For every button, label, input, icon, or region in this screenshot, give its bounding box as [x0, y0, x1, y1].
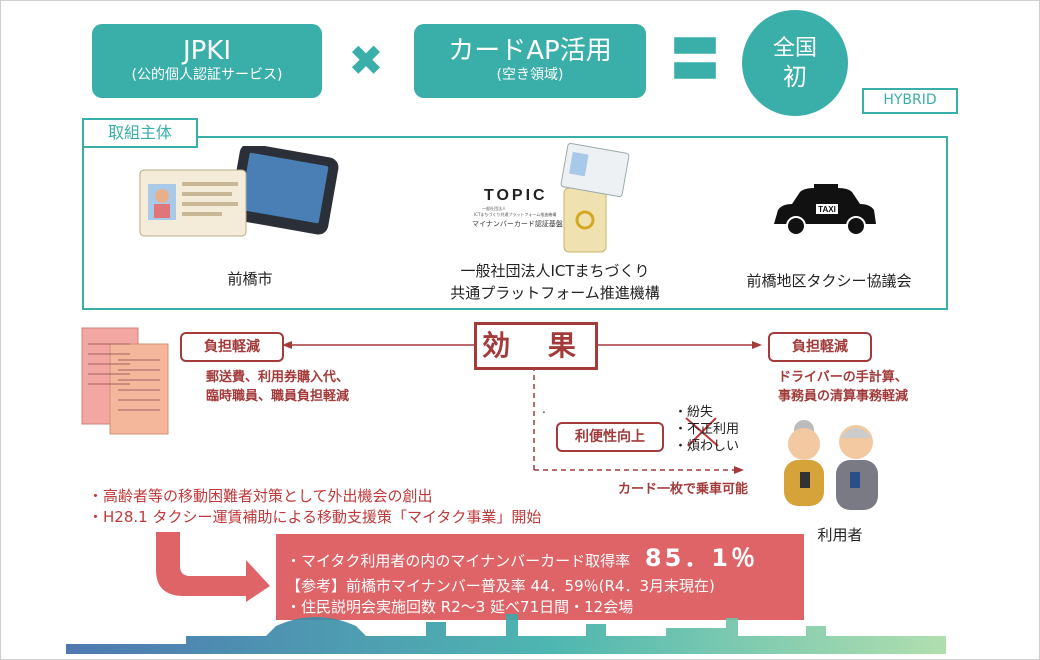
acquisition-rate-value: 85．1％	[644, 544, 758, 572]
city-skyline-decoration	[66, 614, 946, 654]
left-desc-line2: 臨時職員、職員負担軽減	[206, 389, 350, 404]
stray-dot: .	[542, 402, 546, 416]
topic-logo: TOPIC	[484, 187, 548, 204]
topic-card-reader-icon: TOPIC 一般社団法人 ICTまちづくり共通プラットフォーム推進機構 マイナン…	[472, 142, 630, 253]
actor-taxi-council: 前橋地区タクシー協議会	[746, 272, 912, 290]
actor-ict-line1: 一般社団法人ICTまちづくり	[460, 262, 650, 280]
right-desc-line2: 事務員の清算事務軽減	[778, 389, 909, 404]
reference-rate: 【参考】前橋市マイナンバー普及率 44．59％(R4．3月末現在)	[286, 577, 715, 595]
first-label: 初	[783, 63, 807, 91]
card-ride-text: カード一枚で乗車可能	[618, 482, 749, 497]
left-burden-badge: 負担軽減	[180, 332, 284, 362]
nationwide-label: 全国	[772, 36, 817, 61]
card-ap-subtitle: (空き領域)	[496, 67, 564, 83]
issue-lost: ・紛失	[674, 405, 714, 420]
background-line2: ・H28.1 タクシー運賃補助による移動支援策「マイタク事業」開始	[88, 508, 542, 526]
convenience-badge: 利便性向上	[556, 422, 664, 452]
nationwide-first-badge: 全国 初	[742, 10, 848, 116]
left-desc-line1: 郵送費、利用券購入代、	[206, 370, 350, 385]
topic-logo-sub3: マイナンバーカード認証基盤	[472, 219, 563, 228]
background-bullets: ・高齢者等の移動困難者対策として外出機会の創出 ・H28.1 タクシー運賃補助に…	[88, 486, 608, 528]
topic-logo-sub2: ICTまちづくり共通プラットフォーム推進機構	[474, 211, 556, 217]
actor-ict-line2: 共通プラットフォーム推進機構	[450, 284, 660, 302]
left-burden-desc: 郵送費、利用券購入代、 臨時職員、職員負担軽減	[206, 368, 416, 406]
jpki-box: JPKI (公的個人認証サービス)	[92, 24, 322, 98]
jpki-title: JPKI	[182, 36, 232, 66]
users-label: 利用者	[817, 526, 863, 544]
issue-bother: ・煩わしい	[674, 439, 740, 454]
effect-title: 効 果	[474, 322, 598, 370]
elderly-users-icon	[784, 420, 878, 510]
card-ap-box: カードAP活用 (空き領域)	[414, 24, 646, 98]
right-burden-desc: ドライバーの手計算、 事務員の清算事務軽減	[778, 368, 978, 406]
mynumber-card-tablet-icon	[139, 146, 339, 237]
curved-arrow-icon	[156, 532, 270, 602]
right-desc-line1: ドライバーの手計算、	[778, 370, 908, 385]
card-ap-title: カードAP活用	[448, 36, 612, 66]
actor-maebashi-city: 前橋市	[227, 270, 273, 288]
receipts-icon	[81, 327, 169, 435]
background-line1: ・高齢者等の移動困難者対策として外出機会の創出	[88, 487, 433, 505]
topic-logo-sub1: 一般社団法人	[482, 205, 506, 211]
issues-list: ・紛失 ・不正利用 ・煩わしい	[674, 404, 764, 455]
actors-panel	[82, 136, 948, 310]
acquisition-rate-label: ・マイタク利用者の内のマイナンバーカード取得率	[286, 552, 631, 570]
right-burden-badge: 負担軽減	[768, 332, 872, 362]
jpki-subtitle: (公的個人認証サービス)	[131, 67, 283, 83]
times-icon: ✖	[348, 36, 384, 85]
results-panel: ・マイタク利用者の内のマイナンバーカード取得率 85．1％ 【参考】前橋市マイナ…	[276, 534, 804, 620]
taxi-sign: TAXI	[818, 205, 836, 214]
equals-icon: 〓	[670, 31, 720, 89]
hybrid-badge: HYBRID	[862, 88, 958, 114]
taxi-icon: TAXI	[774, 184, 876, 236]
actors-tab: 取組主体	[82, 118, 198, 148]
briefings-count: ・住民説明会実施回数 R2～3 延べ71日間・12会場	[286, 598, 634, 616]
acquisition-rate-row: ・マイタク利用者の内のマイナンバーカード取得率 85．1％	[286, 546, 758, 571]
issue-fraud: ・不正利用	[674, 422, 740, 437]
actor-ict-organization: 一般社団法人ICTまちづくり 共通プラットフォーム推進機構	[420, 260, 690, 304]
